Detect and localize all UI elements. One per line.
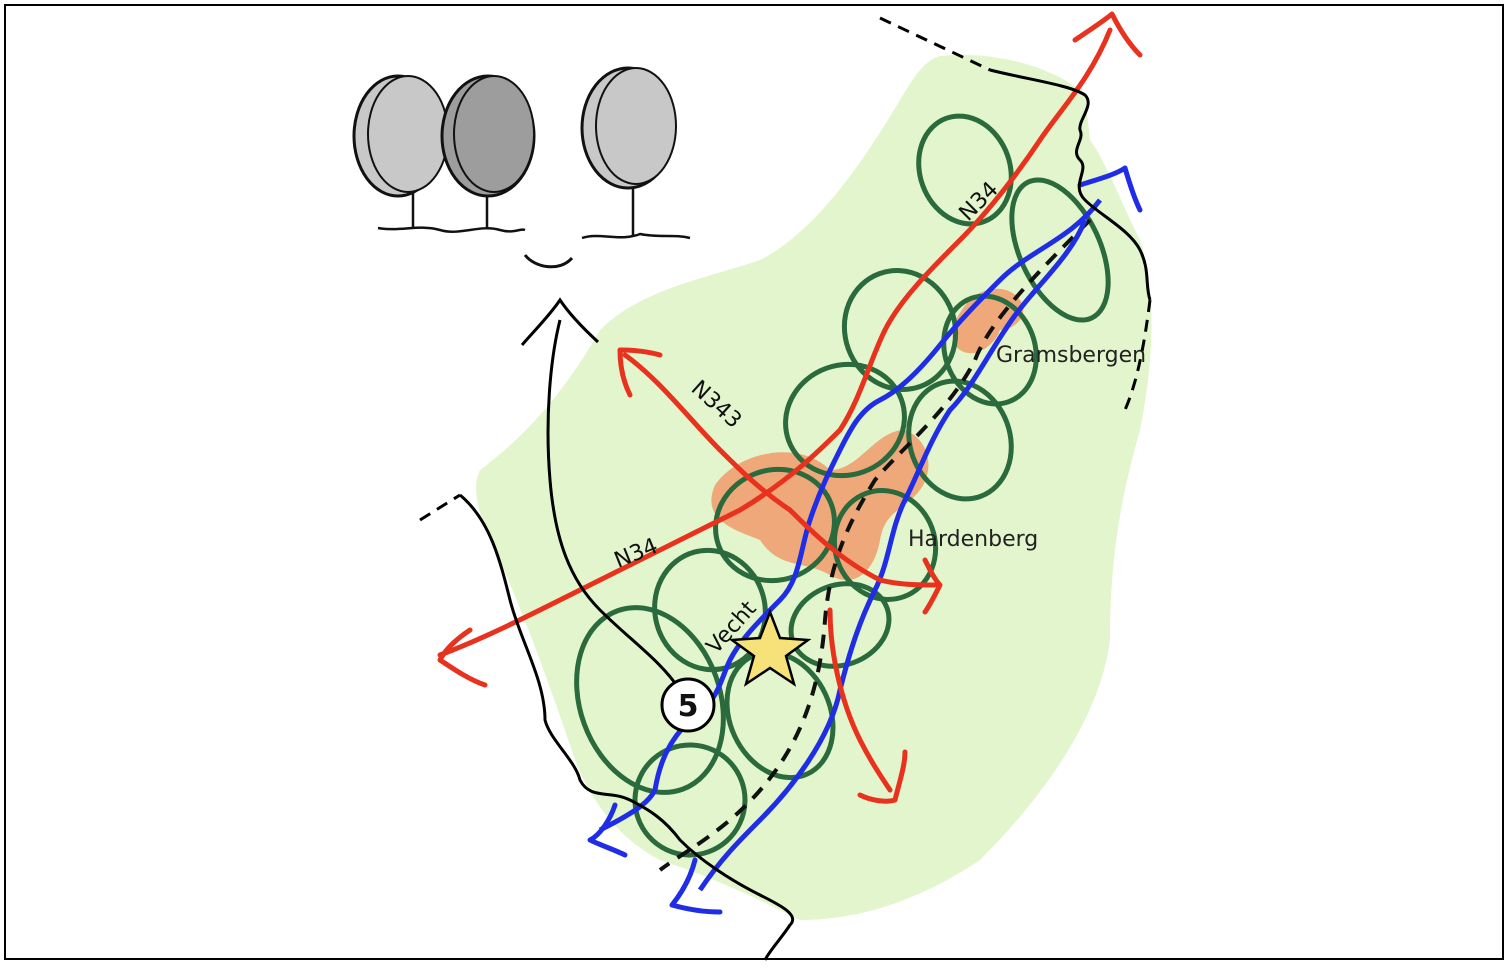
star-icon <box>728 608 812 687</box>
viewpoint-number: 5 <box>678 689 699 724</box>
built-up-gramsbergen <box>952 288 1024 354</box>
meander-loops <box>574 113 1111 858</box>
town-label-hardenberg: Hardenberg <box>908 527 1038 552</box>
river-arrows <box>587 165 1143 915</box>
sightline-arrowhead <box>520 297 600 346</box>
boundary-north <box>879 16 991 72</box>
river-vecht <box>598 198 1102 833</box>
river-vecht-secondary <box>697 219 1088 892</box>
trees-icon <box>352 66 691 269</box>
road-arrows <box>437 11 1143 804</box>
boundary-west <box>459 493 794 961</box>
viewpoint-sightline <box>546 319 682 691</box>
road-n343 <box>622 352 938 588</box>
boundary-east <box>989 68 1152 301</box>
road-south-branch <box>827 607 893 793</box>
town-label-gramsbergen: Gramsbergen <box>996 343 1146 368</box>
boundary-lines <box>419 16 1152 961</box>
boundary-west-dashed <box>419 493 461 522</box>
boundary-east-dashed <box>1123 299 1152 411</box>
viewpoint-badge: 5 <box>660 677 716 733</box>
